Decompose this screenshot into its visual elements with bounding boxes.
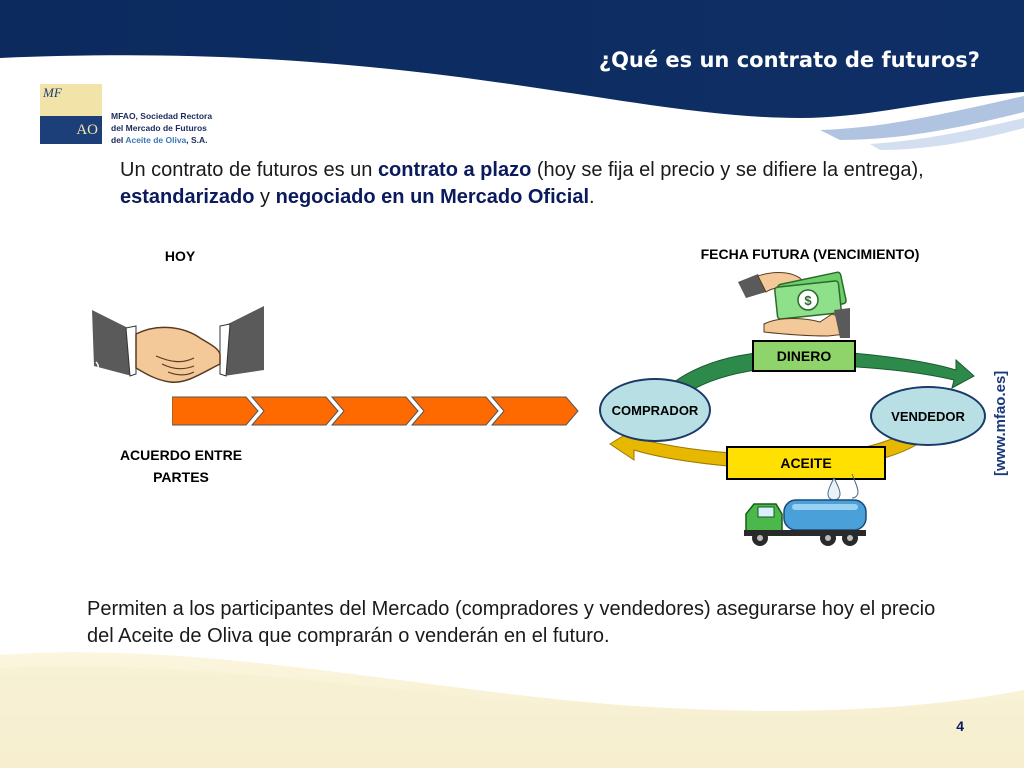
svg-text:$: $ — [804, 293, 812, 308]
term-official-market: negociado en un Mercado Oficial — [275, 186, 589, 208]
future-date-label: FECHA FUTURA (VENCIMIENTO) — [700, 246, 920, 262]
slide-title: ¿Qué es un contrato de futuros? — [598, 48, 980, 72]
buyer-ellipse: COMPRADOR — [599, 378, 711, 442]
agreement-label: ACUERDO ENTRE PARTES — [119, 447, 243, 485]
seller-ellipse: VENDEDOR — [870, 386, 986, 446]
oil-box: ACEITE — [726, 446, 886, 480]
logo-mark-top: MF — [43, 85, 62, 100]
intro-paragraph: Un contrato de futuros es un contrato a … — [120, 159, 924, 208]
logo-bottom-block — [40, 116, 102, 144]
page-number: 4 — [956, 718, 964, 734]
header-swoosh-lighter — [870, 118, 1024, 150]
oil-drop-icon — [827, 476, 841, 501]
conclusion-paragraph: Permiten a los participantes del Mercado… — [87, 598, 936, 647]
term-standardized: estandarizado — [120, 186, 255, 208]
logo-line-3: del Aceite de Oliva, S.A. — [111, 135, 208, 145]
logo-line-1: MFAO, Sociedad Rectora — [111, 111, 213, 121]
chevron-5 — [490, 396, 579, 426]
logo-mark-bottom: AO — [76, 122, 98, 138]
logo-text: MFAO, Sociedad Rectora del Mercado de Fu… — [111, 110, 212, 146]
chevron-1 — [172, 396, 259, 426]
header-band — [0, 0, 1024, 118]
chevron-2 — [250, 396, 339, 426]
logo-line-2: del Mercado de Futuros — [111, 123, 207, 133]
mfao-logo: MF AO — [40, 84, 102, 144]
money-exchange-icon: $ — [738, 271, 850, 338]
logo-top-block — [40, 84, 102, 116]
today-label: HOY — [164, 248, 196, 264]
header-swoosh-light — [820, 96, 1024, 140]
chevron-4 — [410, 396, 499, 426]
website-url[interactable]: [www.mfao.es] — [992, 370, 1009, 476]
arrow-chain — [172, 396, 579, 426]
footer-wave-top — [0, 666, 1024, 768]
money-box: DINERO — [752, 340, 856, 372]
tanker-truck-icon — [744, 473, 867, 546]
handshake-icon — [92, 306, 264, 383]
chevron-3 — [330, 396, 419, 426]
term-forward-contract: contrato a plazo — [377, 159, 532, 181]
